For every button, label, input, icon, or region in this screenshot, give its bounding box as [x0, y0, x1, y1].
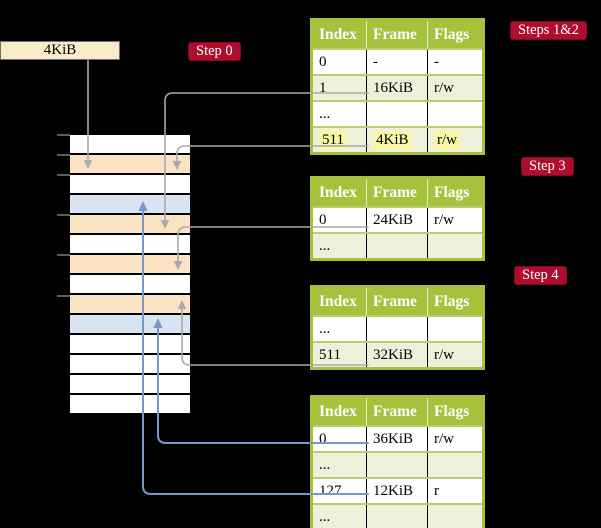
- table-cell: 1: [311, 74, 367, 101]
- memory-frame-row: [70, 135, 190, 153]
- table-cell: ...: [311, 315, 367, 342]
- table-cell: [366, 100, 428, 127]
- table-cell: [427, 451, 484, 478]
- memory-frame-row: [70, 295, 190, 313]
- table-header-row: Index Frame Flags: [311, 286, 484, 316]
- table-header-row: Index Frame Flags: [311, 396, 484, 426]
- table-row: 1 16KiB r/w: [311, 74, 484, 101]
- column-header-frame: Frame: [366, 286, 428, 316]
- table-cell: r/w: [427, 206, 484, 233]
- column-header-flags: Flags: [427, 19, 484, 49]
- table-row: 0 - -: [311, 48, 484, 75]
- table-header-row: Index Frame Flags: [311, 19, 484, 49]
- column-header-flags: Flags: [427, 396, 484, 426]
- badge-step-0: Step 0: [188, 42, 241, 61]
- memory-frame-row: [70, 395, 190, 413]
- table-cell: 0: [311, 48, 367, 75]
- table-row: ...: [311, 100, 484, 127]
- table-row-highlighted: 511 4KiB r/w: [311, 126, 484, 154]
- table-row: 0 24KiB r/w: [311, 206, 484, 233]
- page-table-final: Index Frame Flags 0 36KiB r/w ... 127 12…: [310, 395, 485, 528]
- column-header-flags: Flags: [427, 177, 484, 207]
- table-cell: r/w: [427, 425, 484, 452]
- physical-memory-column: [70, 135, 190, 415]
- memory-frame-row: [70, 255, 190, 273]
- memory-frame-row: [70, 315, 190, 333]
- memory-frame-row: [70, 215, 190, 233]
- table-row: ...: [311, 315, 484, 342]
- table-cell: ...: [311, 100, 367, 127]
- table-cell: [427, 315, 484, 342]
- column-header-frame: Frame: [366, 19, 428, 49]
- table-cell: [427, 232, 484, 260]
- memory-frame-row: [70, 335, 190, 353]
- memory-frame-row: [70, 275, 190, 293]
- table-row: 127 12KiB r: [311, 477, 484, 504]
- table-row: 0 36KiB r/w: [311, 425, 484, 452]
- highlight-text: 511: [319, 130, 347, 149]
- table-cell: 511: [311, 126, 367, 154]
- table-cell: [366, 451, 428, 478]
- table-cell: 16KiB: [366, 74, 428, 101]
- table-cell: [366, 315, 428, 342]
- column-header-index: Index: [311, 177, 367, 207]
- memory-frame-row: [70, 155, 190, 173]
- table-cell: r: [427, 477, 484, 504]
- page-table-step-4: Index Frame Flags ... 511 32KiB r/w: [310, 285, 485, 370]
- table-cell: ...: [311, 503, 367, 528]
- table-cell: [366, 503, 428, 528]
- table-cell: 511: [311, 341, 367, 369]
- table-cell: 12KiB: [366, 477, 428, 504]
- column-header-index: Index: [311, 396, 367, 426]
- table-row: ...: [311, 451, 484, 478]
- column-header-flags: Flags: [427, 286, 484, 316]
- highlight-text: 4KiB: [373, 130, 412, 149]
- badge-step-4: Step 4: [514, 266, 567, 285]
- table-cell: 0: [311, 425, 367, 452]
- memory-frame-row: [70, 355, 190, 373]
- table-cell: 4KiB: [366, 126, 428, 154]
- memory-frame-row: [70, 375, 190, 393]
- page-table-step-3: Index Frame Flags 0 24KiB r/w ...: [310, 176, 485, 261]
- table-cell: [427, 503, 484, 528]
- badge-step-3: Step 3: [521, 157, 574, 176]
- table-cell: ...: [311, 451, 367, 478]
- table-cell: r/w: [427, 74, 484, 101]
- page-table-steps-1-2: Index Frame Flags 0 - - 1 16KiB r/w ... …: [310, 18, 485, 155]
- table-cell: r/w: [427, 126, 484, 154]
- table-row: 511 32KiB r/w: [311, 341, 484, 369]
- table-cell: -: [366, 48, 428, 75]
- table-cell: 24KiB: [366, 206, 428, 233]
- column-header-frame: Frame: [366, 177, 428, 207]
- memory-frame-row: [70, 175, 190, 193]
- table-cell: -: [427, 48, 484, 75]
- memory-frame-row: [70, 235, 190, 253]
- table-cell: r/w: [427, 341, 484, 369]
- highlight-text: r/w: [434, 130, 460, 149]
- badge-steps-1-2: Steps 1&2: [510, 21, 587, 40]
- table-cell: [366, 232, 428, 260]
- column-header-frame: Frame: [366, 396, 428, 426]
- memory-frame-row: [70, 195, 190, 213]
- table-row: ...: [311, 503, 484, 528]
- table-cell: 32KiB: [366, 341, 428, 369]
- table-cell: ...: [311, 232, 367, 260]
- frame-size-label: 4KiB: [43, 42, 77, 58]
- frame-size-box: 4KiB: [0, 41, 120, 60]
- table-row: ...: [311, 232, 484, 260]
- table-cell: 36KiB: [366, 425, 428, 452]
- column-header-index: Index: [311, 19, 367, 49]
- table-cell: 0: [311, 206, 367, 233]
- column-header-index: Index: [311, 286, 367, 316]
- table-cell: [427, 100, 484, 127]
- table-cell: 127: [311, 477, 367, 504]
- table-header-row: Index Frame Flags: [311, 177, 484, 207]
